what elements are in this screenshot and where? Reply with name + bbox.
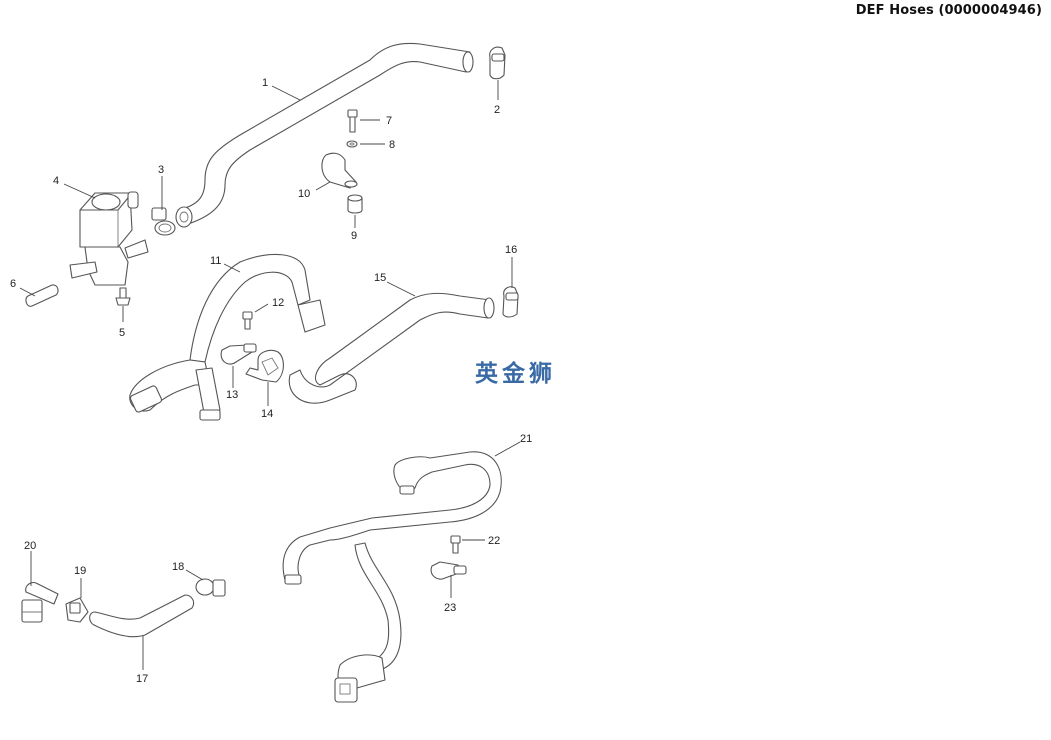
part-13-clamp[interactable]: [220, 343, 257, 365]
part-4-valve[interactable]: [69, 191, 149, 286]
callout-2: 2: [494, 104, 500, 116]
callout-11: 11: [210, 255, 221, 267]
part-23-clamp[interactable]: [430, 561, 467, 580]
callout-20: 20: [24, 540, 36, 552]
callout-19: 19: [74, 565, 86, 577]
part-20-elbow-connector[interactable]: [21, 582, 59, 623]
callout-13: 13: [226, 389, 238, 401]
callout-15: 15: [374, 272, 386, 284]
callout-labels: 1 2 3 4 5 6 7 8 9 10 11 12 13 14 15 16 1…: [10, 77, 532, 685]
callout-10: 10: [298, 188, 310, 200]
callout-6: 6: [10, 278, 16, 290]
part-18-clamp[interactable]: [195, 578, 226, 597]
watermark-logo: 英金狮: [475, 361, 556, 387]
part-22-bolt[interactable]: [450, 535, 461, 554]
callout-18: 18: [172, 561, 184, 573]
callout-17: 17: [136, 673, 148, 685]
diagram-title: DEF Hoses (0000004946): [855, 3, 1042, 18]
part-3-clamp[interactable]: [151, 207, 176, 236]
leader-lines: [19, 80, 521, 670]
callout-4: 4: [53, 175, 59, 187]
part-11-hose-assembly[interactable]: [129, 253, 326, 421]
callout-12: 12: [272, 297, 284, 309]
part-9-spacer[interactable]: [347, 194, 363, 214]
callout-1: 1: [262, 77, 268, 89]
part-5-bolt[interactable]: [115, 287, 131, 306]
callout-22: 22: [488, 535, 500, 547]
part-17-hose[interactable]: [89, 594, 195, 638]
part-6-hose[interactable]: [25, 284, 59, 307]
callout-5: 5: [119, 327, 125, 339]
callout-3: 3: [158, 164, 164, 176]
part-2-clamp[interactable]: [489, 46, 506, 80]
part-7-bolt[interactable]: [347, 109, 358, 133]
part-21-hose-assembly[interactable]: [282, 451, 502, 703]
part-8-washer[interactable]: [346, 140, 358, 148]
callout-16: 16: [505, 244, 517, 256]
callout-8: 8: [389, 139, 395, 151]
part-12-bolt[interactable]: [242, 311, 253, 330]
callout-7: 7: [386, 115, 392, 127]
callout-21: 21: [520, 433, 532, 445]
part-16-clamp[interactable]: [502, 286, 519, 318]
callout-23: 23: [444, 602, 456, 614]
part-14-p-clamp[interactable]: [245, 349, 284, 383]
callout-9: 9: [351, 230, 357, 242]
part-19-clip[interactable]: [65, 597, 89, 623]
part-10-p-clamp[interactable]: [321, 152, 358, 189]
callout-14: 14: [261, 408, 273, 420]
part-1-hose[interactable]: [175, 42, 474, 228]
part-15-hose[interactable]: [288, 292, 495, 404]
